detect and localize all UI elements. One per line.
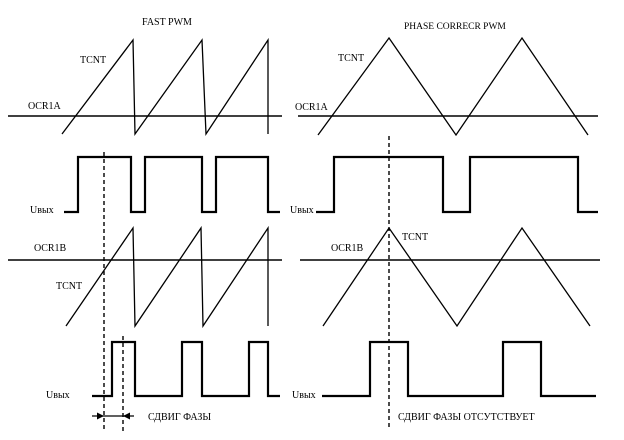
tcnt-label-phase-b: TCNT	[402, 232, 428, 243]
ocr1b-label-fast: OCR1B	[34, 243, 67, 254]
no-phase-shift-annotation: СДВИГ ФАЗЫ ОТСУТСТВУЕТ	[398, 412, 535, 423]
output-signal-fast-b	[92, 340, 280, 398]
tcnt-sawtooth-fast-b	[65, 225, 269, 329]
phase-shift-arrow	[92, 412, 134, 420]
ocr1b-label-phase: OCR1B	[331, 243, 364, 254]
u-out-label-phase-b: Uвых	[292, 390, 316, 401]
phase-shift-annotation: СДВИГ ФАЗЫ	[148, 412, 211, 423]
tcnt-triangle-phase-a	[317, 36, 589, 137]
title-phase-correct-pwm: PHASE CORRECR PWM	[404, 22, 506, 32]
tcnt-label-fast-b: TCNT	[56, 281, 82, 292]
tcnt-label-phase-a: TCNT	[338, 53, 364, 64]
ocr1a-label-fast: OCR1A	[28, 101, 62, 112]
title-fast-pwm: FAST PWM	[142, 17, 192, 28]
output-signal-phase-a	[316, 155, 598, 214]
u-out-label-phase-a: Uвых	[290, 205, 314, 216]
ocr1a-label-phase: OCR1A	[295, 102, 329, 113]
output-signal-fast-a	[64, 155, 280, 214]
u-out-label-fast-a: Uвых	[30, 205, 54, 216]
tcnt-triangle-phase-b	[322, 226, 591, 328]
tcnt-label-fast-a: TCNT	[80, 55, 106, 66]
u-out-label-fast-b: Uвых	[46, 390, 70, 401]
tcnt-sawtooth-fast-a	[61, 37, 269, 137]
output-signal-phase-b	[322, 340, 596, 398]
